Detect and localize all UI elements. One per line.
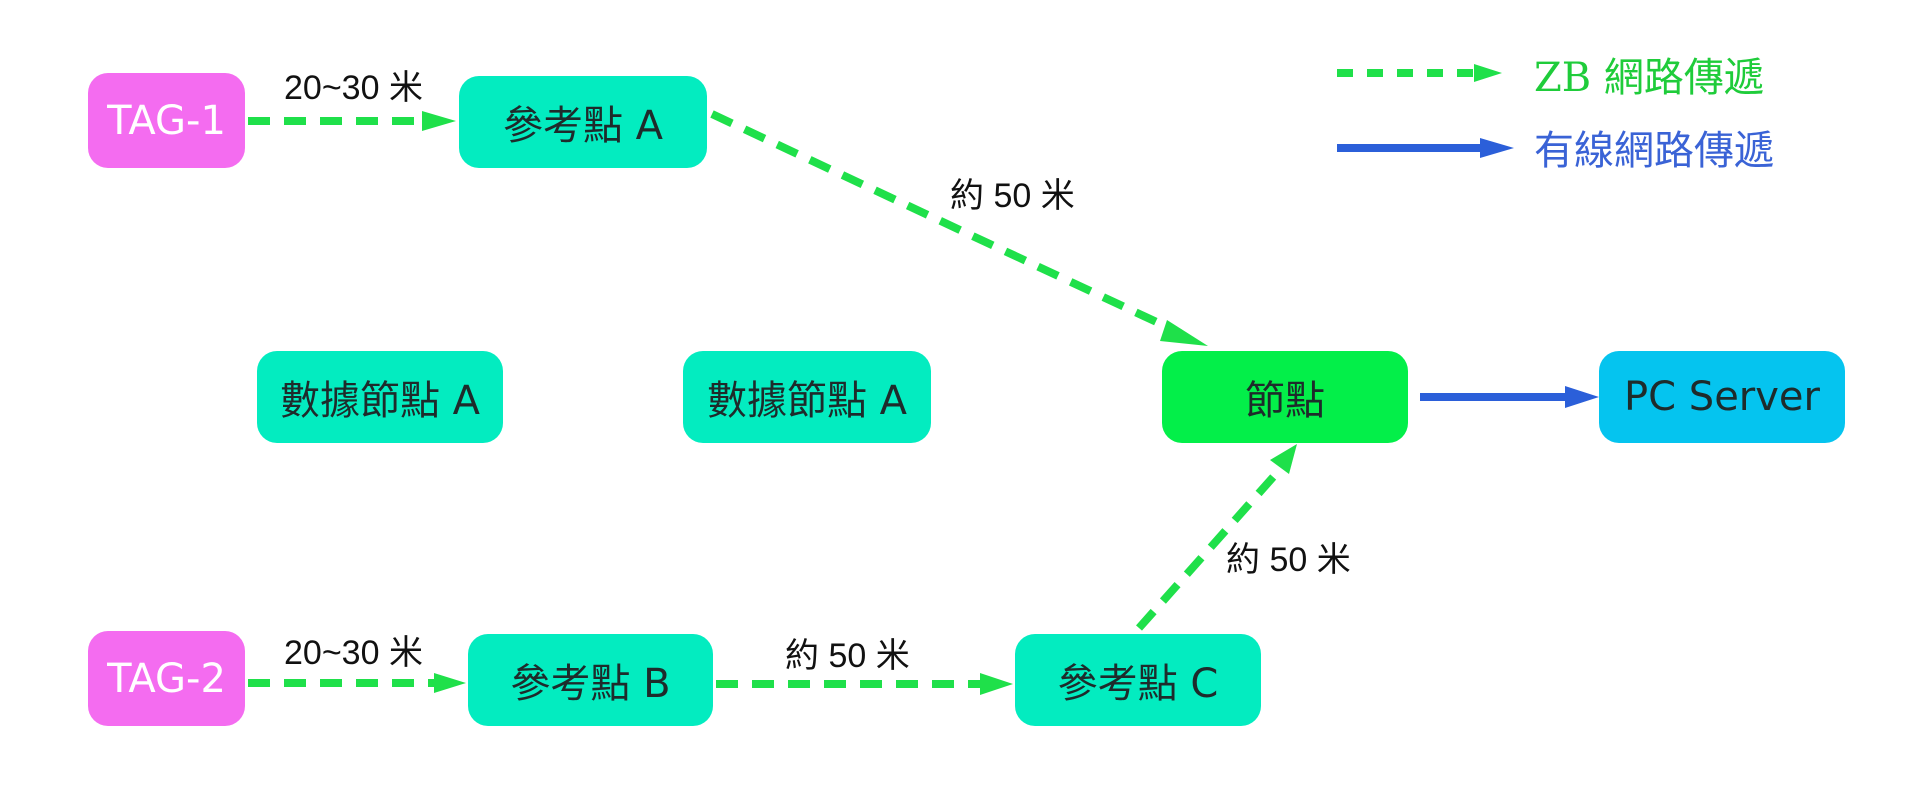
arrowhead-icon [434, 673, 466, 693]
node-label: TAG-1 [107, 97, 226, 144]
edge-hub-to-server [1420, 386, 1599, 408]
edge-tag2-to-ref-b [248, 673, 466, 693]
arrowhead-icon [1565, 386, 1599, 408]
edge-label-ref-b-ref-c: 約 50 米 [785, 637, 910, 675]
edge-label-tag2-ref-b: 20~30 米 [284, 634, 423, 672]
edge-label-ref-a-hub: 約 50 米 [950, 177, 1075, 215]
arrowhead-icon [1474, 64, 1502, 82]
legend-zb-label: ZB 網路傳遞 [1534, 55, 1764, 101]
arrowhead-icon [1480, 138, 1514, 158]
arrowhead-icon [1160, 320, 1208, 346]
node-tag-1[interactable]: TAG-1 [88, 73, 245, 168]
arrowhead-icon [1270, 444, 1297, 474]
edge-ref-c-to-hub [1136, 444, 1297, 631]
node-data-a-1[interactable]: 數據節點 A [257, 351, 503, 443]
legend-wired-line [1337, 138, 1514, 158]
node-label: TAG-2 [107, 655, 226, 702]
node-reference-b[interactable]: 參考點 B [468, 634, 713, 726]
node-hub[interactable]: 節點 [1162, 351, 1408, 443]
arrowhead-icon [980, 673, 1013, 695]
node-label: PC Server [1624, 374, 1820, 420]
legend-zb-line [1337, 64, 1502, 82]
edge-tag1-to-ref-a [248, 111, 456, 131]
node-label: 參考點 B [510, 661, 671, 707]
node-reference-c[interactable]: 參考點 C [1015, 634, 1261, 726]
node-pc-server[interactable]: PC Server [1599, 351, 1845, 443]
edge-label-ref-c-hub: 約 50 米 [1226, 541, 1351, 579]
node-label: 數據節點 A [706, 378, 908, 424]
legend-wired-label: 有線網路傳遞 [1534, 128, 1774, 174]
node-label: 參考點 C [1057, 661, 1219, 707]
node-data-a-2[interactable]: 數據節點 A [683, 351, 931, 443]
edge-ref-b-to-ref-c [716, 673, 1013, 695]
node-label: 參考點 A [502, 103, 664, 149]
edge-label-tag1-ref-a: 20~30 米 [284, 69, 423, 107]
node-reference-a[interactable]: 參考點 A [459, 76, 707, 168]
node-label: 節點 [1245, 378, 1325, 424]
arrowhead-icon [422, 111, 456, 131]
node-label: 數據節點 A [279, 378, 481, 424]
node-tag-2[interactable]: TAG-2 [88, 631, 245, 726]
edge-ref-a-to-hub [710, 110, 1208, 346]
